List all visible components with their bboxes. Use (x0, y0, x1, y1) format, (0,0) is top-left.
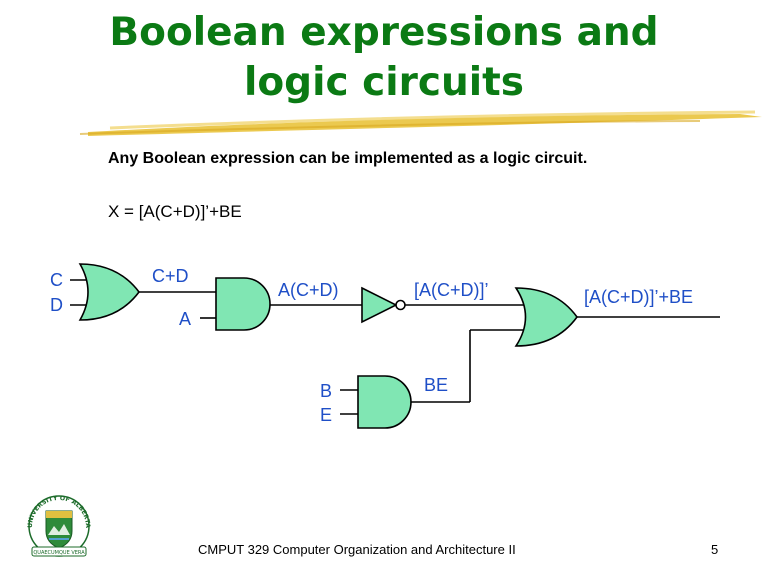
not-gate (361, 286, 398, 324)
signal-label-not: [A(C+D)]’ (414, 280, 489, 300)
footer-course-title: CMPUT 329 Computer Organization and Arch… (198, 542, 516, 557)
signal-label-a-c-plus-d: A(C+D) (278, 280, 339, 300)
title-line-1: Boolean expressions and (109, 10, 659, 55)
input-label-e: E (320, 405, 332, 425)
university-logo: UNIVERSITY OF ALBERTA QUAECUMQUE VERA (27, 495, 91, 557)
logo-motto: QUAECUMQUE VERA (33, 550, 85, 556)
input-label-c: C (50, 270, 63, 290)
slide-subtitle: Any Boolean expression can be implemente… (108, 150, 588, 167)
input-label-d: D (50, 295, 63, 315)
and-gate-1 (215, 277, 271, 331)
title-line-2: logic circuits (244, 60, 524, 105)
signal-label-be: BE (424, 375, 448, 395)
or-gate-1 (78, 263, 141, 321)
page-number: 5 (711, 542, 719, 557)
logic-circuit-diagram: C D C+D A A(C+D) [A(C+D)]’ [A(C+D)]’+BE … (50, 263, 720, 429)
input-label-a: A (179, 309, 191, 329)
signal-label-c-plus-d: C+D (152, 266, 189, 286)
title-underline-brush (79, 110, 762, 136)
input-label-b: B (320, 381, 332, 401)
signal-label-output: [A(C+D)]’+BE (584, 287, 693, 307)
boolean-expression: X = [A(C+D)]’+BE (108, 202, 242, 221)
and-gate-2 (357, 375, 412, 429)
logo-motto-banner (31, 546, 87, 557)
slide-title: Boolean expressions and logic circuits (0, 8, 768, 108)
not-gate-bubble (395, 299, 406, 311)
or-gate-2 (514, 287, 578, 347)
